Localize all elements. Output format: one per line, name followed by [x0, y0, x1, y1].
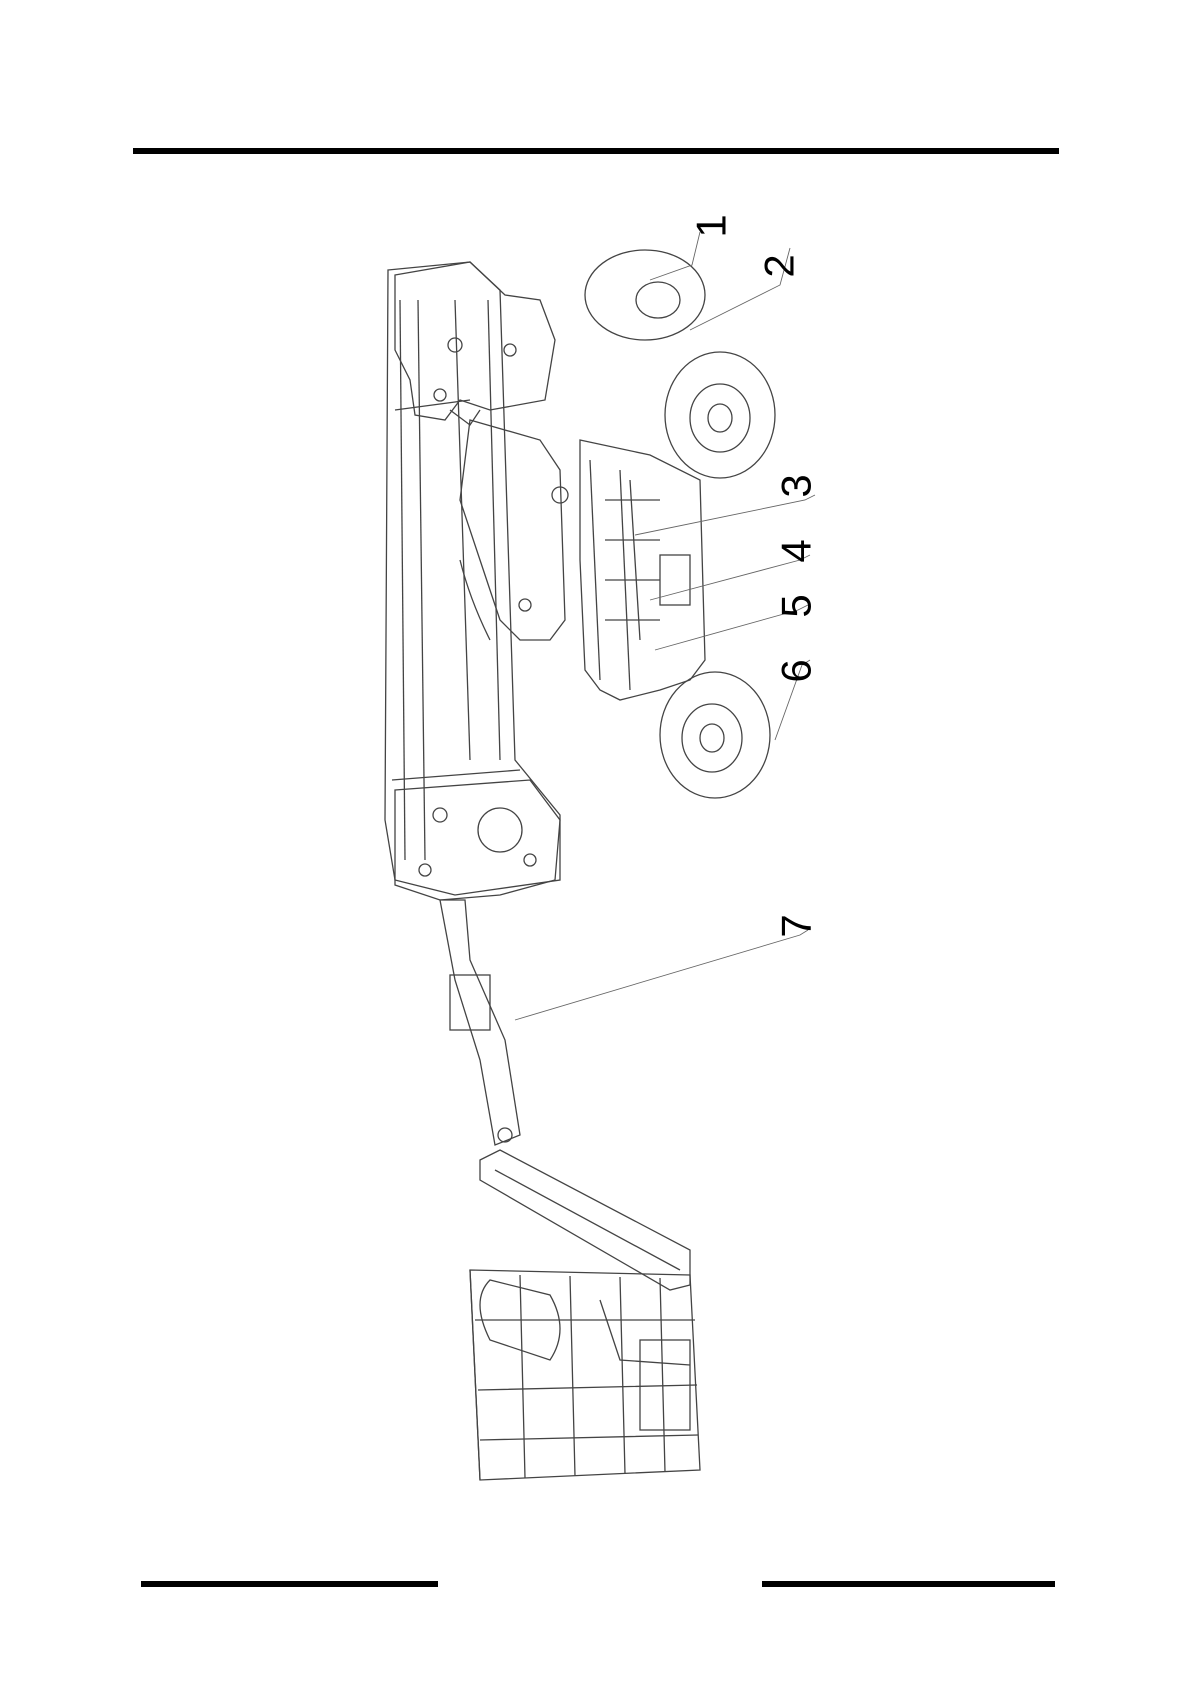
chassis [580, 440, 705, 700]
callout-4: 4 [776, 539, 818, 562]
bottom-rule-right [762, 1581, 1055, 1587]
callout-3: 3 [776, 474, 818, 497]
callout-7: 7 [776, 914, 818, 937]
basket [470, 1270, 700, 1480]
extension-arm [480, 1150, 690, 1290]
wheel-front [660, 672, 770, 798]
callout-2: 2 [759, 254, 801, 277]
boom-foot [395, 780, 560, 900]
turret [460, 420, 568, 640]
callout-6: 6 [776, 659, 818, 682]
callout-1: 1 [691, 214, 733, 237]
callout-5: 5 [776, 594, 818, 617]
wheel-rear-left [585, 250, 705, 340]
wheel-rear-right [665, 352, 775, 478]
bottom-rule-left [141, 1581, 438, 1587]
main-boom [385, 262, 560, 895]
jib [440, 900, 520, 1145]
